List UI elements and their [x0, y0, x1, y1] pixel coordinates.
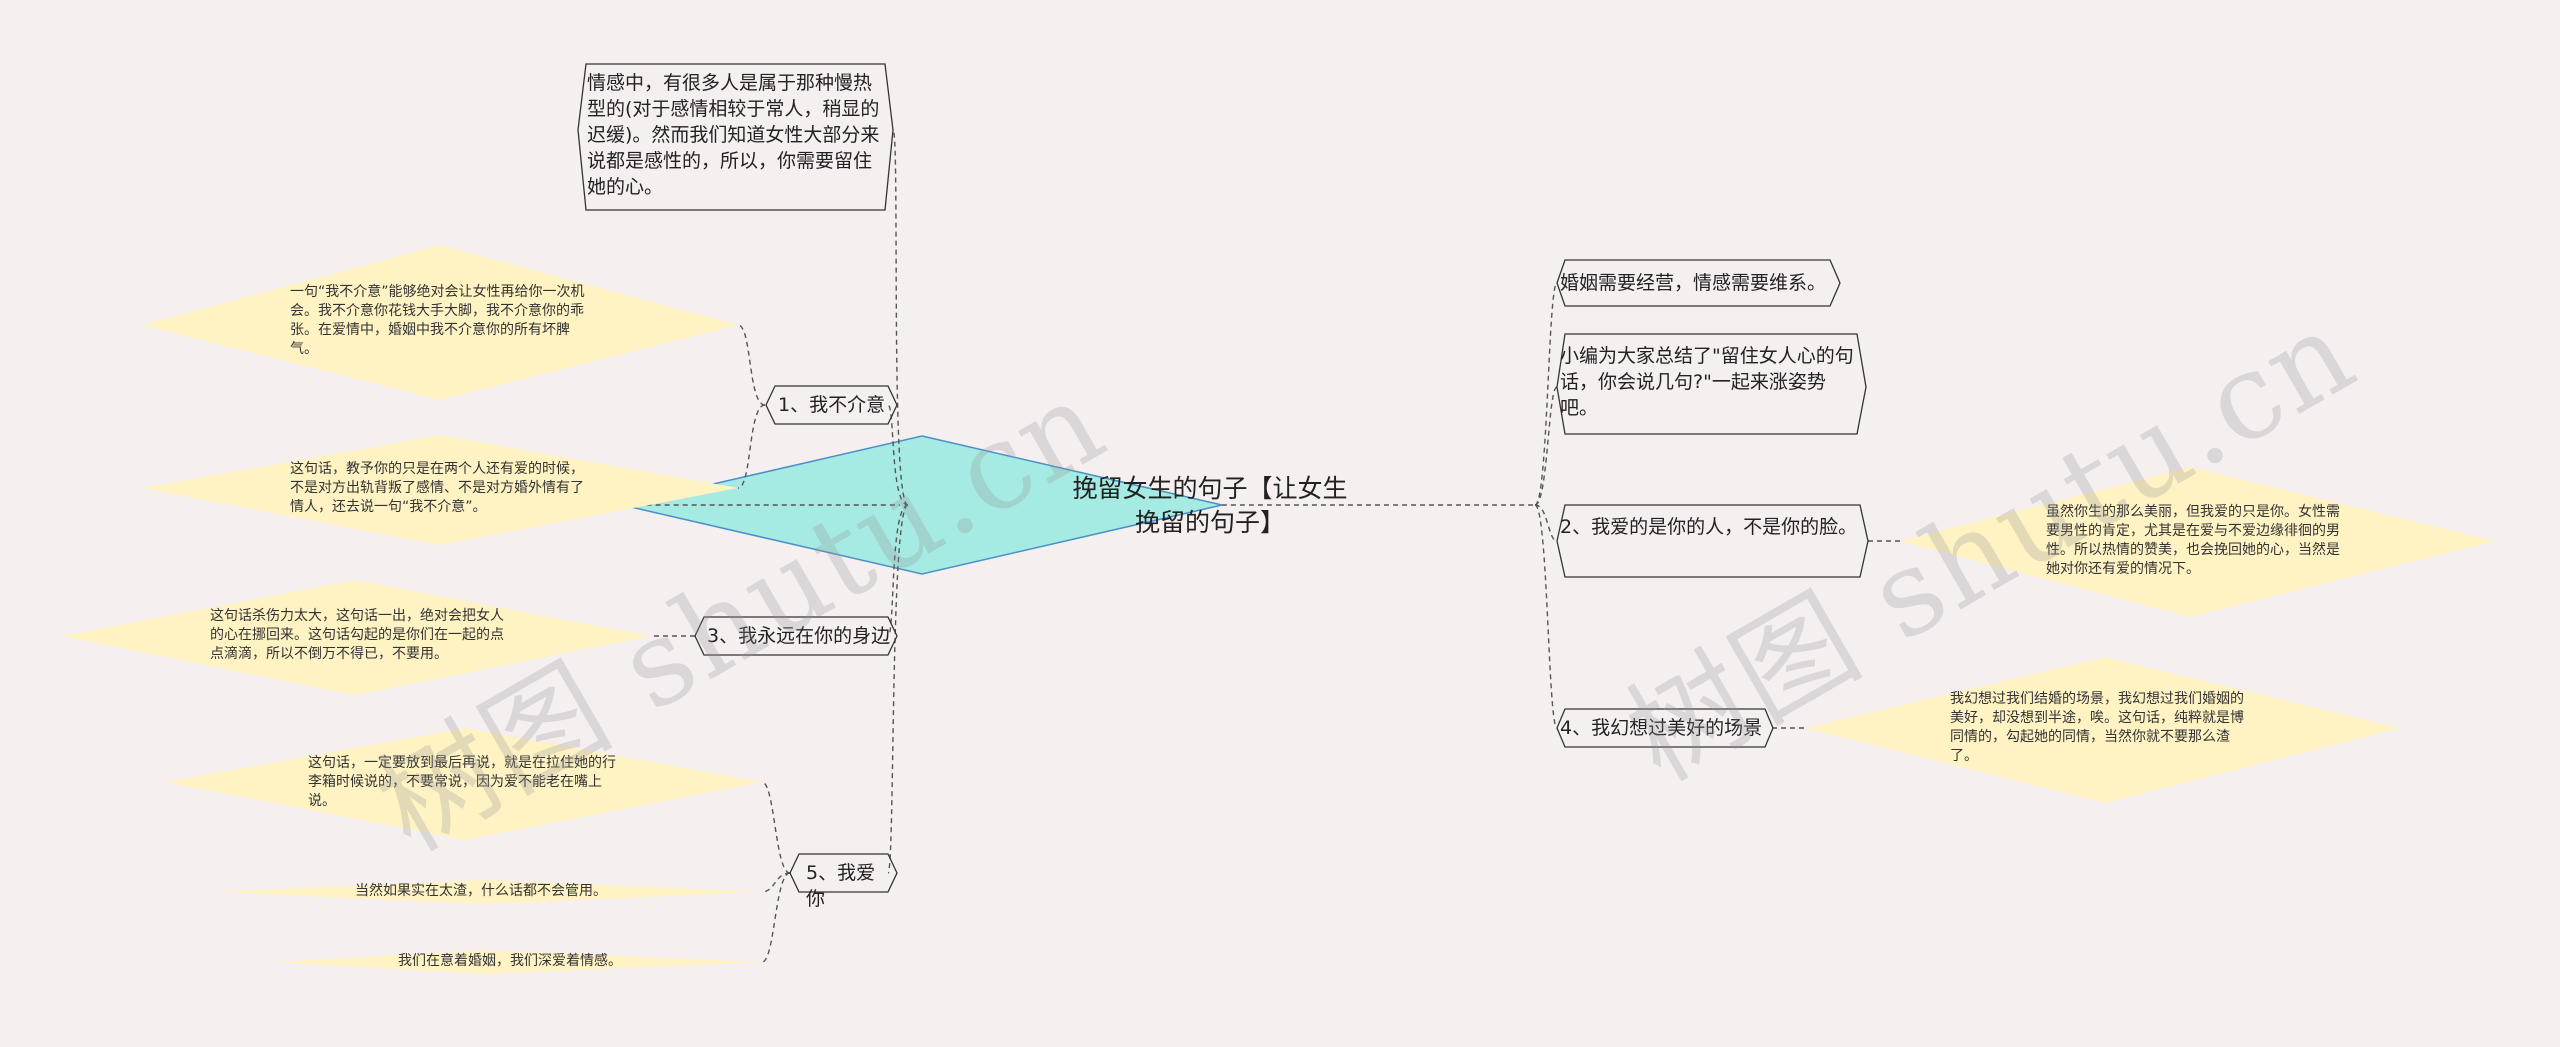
branch-5-shape[interactable] [789, 853, 898, 893]
branch-2-shape[interactable] [1556, 504, 1869, 578]
right-connectors [1222, 282, 1900, 729]
right-intro-1-text: 婚姻需要经营，情感需要维系。 [1560, 272, 1827, 294]
note-1a-text: 一句“我不介意”能够绝对会让女性再给你一次机会。我不介意你花钱大手大脚，我不介意… [290, 284, 585, 357]
branch-3-shape[interactable] [694, 616, 898, 656]
left-connectors [620, 129, 909, 963]
note-5a-text: 这句话，一定要放到最后再说，就是在拉住她的行李箱时候说的，不要常说，因为爱不能老… [308, 755, 616, 809]
right-intro-2-shape [1556, 333, 1867, 435]
branch-1-shape[interactable] [765, 385, 898, 425]
note-5c-shape [275, 950, 762, 974]
branch-2-label[interactable]: 2、我爱的是你的人，不是你的脸。 [1560, 516, 1858, 538]
branch-1-label[interactable]: 1、我不介意 [778, 394, 886, 416]
note-2a-text: 虽然你生的那么美丽，但我爱的只是你。女性需要男性的肯定，尤其是在爱与不爱边缘徘徊… [2046, 504, 2340, 577]
right-intro-1-shape [1556, 259, 1841, 307]
note-4a-text: 我幻想过我们结婚的场景，我幻想过我们婚姻的美好，却没想到半途，唉。这句话，纯粹就… [1950, 691, 2244, 764]
note-5a-shape [165, 728, 762, 840]
branch-4-label[interactable]: 4、我幻想过美好的场景 [1560, 717, 1763, 739]
note-5c-text: 我们在意着婚姻，我们深爱着情感。 [398, 953, 622, 969]
branch-3-label[interactable]: 3、我永远在你的身边 [707, 625, 891, 647]
branch-5-label[interactable]: 5、我爱你 [806, 862, 876, 910]
note-5b-shape [215, 880, 762, 904]
note-1a-shape [142, 245, 738, 400]
note-4a-shape [1805, 657, 2400, 803]
note-1b-text: 这句话，教予你的只是在两个人还有爱的时候，不是对方出轨背叛了感情、不是对方婚外情… [290, 461, 584, 515]
central-topic-shape[interactable] [621, 435, 1223, 575]
note-5b-text: 当然如果实在太渣，什么话都不会管用。 [355, 883, 607, 899]
note-3a-shape [62, 580, 650, 695]
left-intro-shape [577, 63, 894, 211]
branch-4-shape[interactable] [1556, 708, 1774, 748]
note-1b-shape [142, 435, 738, 545]
left-intro-text: 情感中，有很多人是属于那种慢热型的(对于感情相较于常人，稍显的迟缓)。然而我们知… [587, 72, 880, 198]
right-intro-2-text: 小编为大家总结了"留住女人心的句话，你会说几句?"一起来涨姿势吧。 [1560, 345, 1854, 419]
note-3a-text: 这句话杀伤力太大，这句话一出，绝对会把女人的心在挪回来。这句话勾起的是你们在一起… [210, 608, 504, 662]
note-2a-shape [1900, 467, 2495, 617]
central-topic[interactable]: 挽留女生的句子【让女生挽留的句子】 [1072, 474, 1348, 537]
